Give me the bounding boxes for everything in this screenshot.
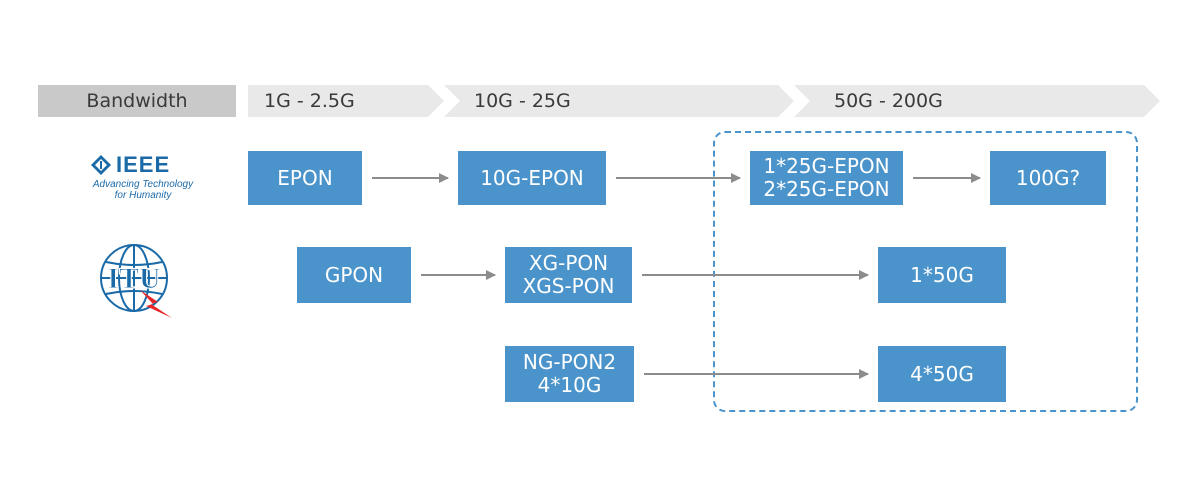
node-ng-pon2: NG-PON2 4*10G (505, 346, 634, 402)
node-xg-pon-line2: XGS-PON (522, 274, 615, 298)
ieee-tagline-line1: Advancing Technology (92, 179, 194, 190)
node-10g-epon: 10G-EPON (458, 151, 606, 205)
node-ng-pon2-line2: 4*10G (537, 373, 602, 397)
future-standards-region (713, 131, 1138, 412)
node-4x50g: 4*50G (878, 346, 1006, 402)
itu-lightning-icon (140, 290, 172, 318)
bandwidth-label: Bandwidth (38, 85, 236, 117)
ieee-tagline-line2: for Humanity (114, 190, 172, 201)
node-25g-epon-line2: 2*25G-EPON (763, 177, 890, 201)
node-25g-epon-line1: 1*25G-EPON (763, 154, 890, 178)
node-gpon-line1: GPON (324, 262, 384, 287)
node-10g-epon-line1: 10G-EPON (480, 165, 584, 190)
node-1x50g-line1: 1*50G (910, 262, 974, 287)
ieee-wordmark: IEEE (116, 152, 171, 177)
itu-globe-icon (100, 244, 168, 312)
bandwidth-stage-2: 10G - 25G (444, 85, 794, 117)
itu-logo: ITU (100, 244, 172, 318)
node-epon-line1: EPON (277, 165, 333, 190)
node-xg-pon: XG-PON XGS-PON (505, 247, 632, 303)
node-epon: EPON (248, 151, 362, 205)
bandwidth-stage-3: 50G - 200G (794, 85, 1160, 117)
ieee-diamond-icon (91, 155, 111, 175)
node-1x50g: 1*50G (878, 247, 1006, 303)
node-ng-pon2-line1: NG-PON2 (522, 350, 617, 374)
bandwidth-stage-1: 1G - 2.5G (248, 85, 444, 117)
itu-wordmark: ITU (107, 262, 160, 295)
node-gpon: GPON (297, 247, 411, 303)
ieee-logo: IEEE Advancing Technology for Humanity (90, 154, 196, 201)
node-100g: 100G? (990, 151, 1106, 205)
node-25g-epon: 1*25G-EPON 2*25G-EPON (750, 151, 903, 205)
node-100g-line1: 100G? (1015, 165, 1081, 190)
node-xg-pon-line1: XG-PON (528, 251, 609, 275)
node-4x50g-line1: 4*50G (910, 361, 974, 386)
